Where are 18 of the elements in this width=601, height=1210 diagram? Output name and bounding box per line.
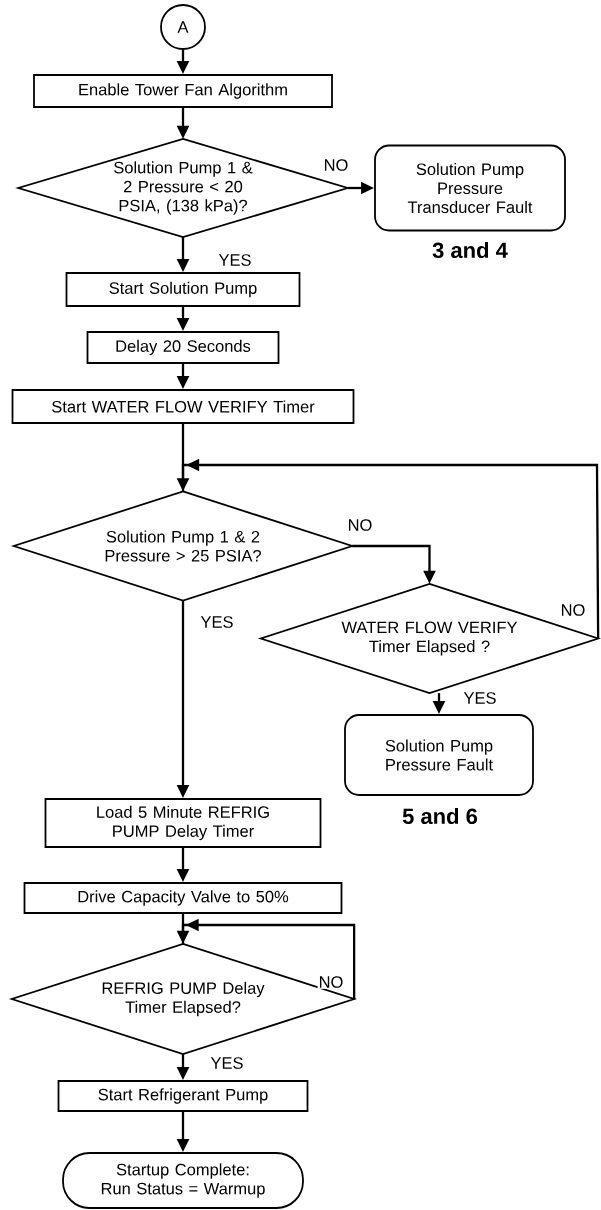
edge-label: NO [322, 158, 350, 172]
edge-label: YES [199, 615, 235, 629]
process-box: Drive Capacity Valve to 50% [23, 882, 343, 914]
fault-box: Solution Pump Pressure Fault [344, 714, 534, 796]
reference-number: 3 and 4 [432, 241, 508, 259]
edge-label: YES [217, 253, 253, 267]
process-box: Delay 20 Seconds [86, 331, 280, 364]
process-box: Start Solution Pump [65, 272, 301, 307]
process-box: Load 5 Minute REFRIG PUMP Delay Timer [44, 798, 322, 848]
edge-label: NO [317, 975, 345, 989]
fault-box: Solution Pump Pressure Transducer Fault [374, 144, 566, 232]
reference-number: 5 and 6 [402, 807, 478, 825]
process-box: Enable Tower Fan Algorithm [33, 74, 333, 108]
process-box: Start WATER FLOW VERIFY Timer [11, 389, 355, 424]
terminal-box: Startup Complete: Run Status = Warmup [62, 1152, 304, 1209]
process-box: Start Refrigerant Pump [57, 1080, 309, 1112]
edge-label: NO [559, 603, 587, 617]
edge-label: YES [209, 1056, 245, 1070]
